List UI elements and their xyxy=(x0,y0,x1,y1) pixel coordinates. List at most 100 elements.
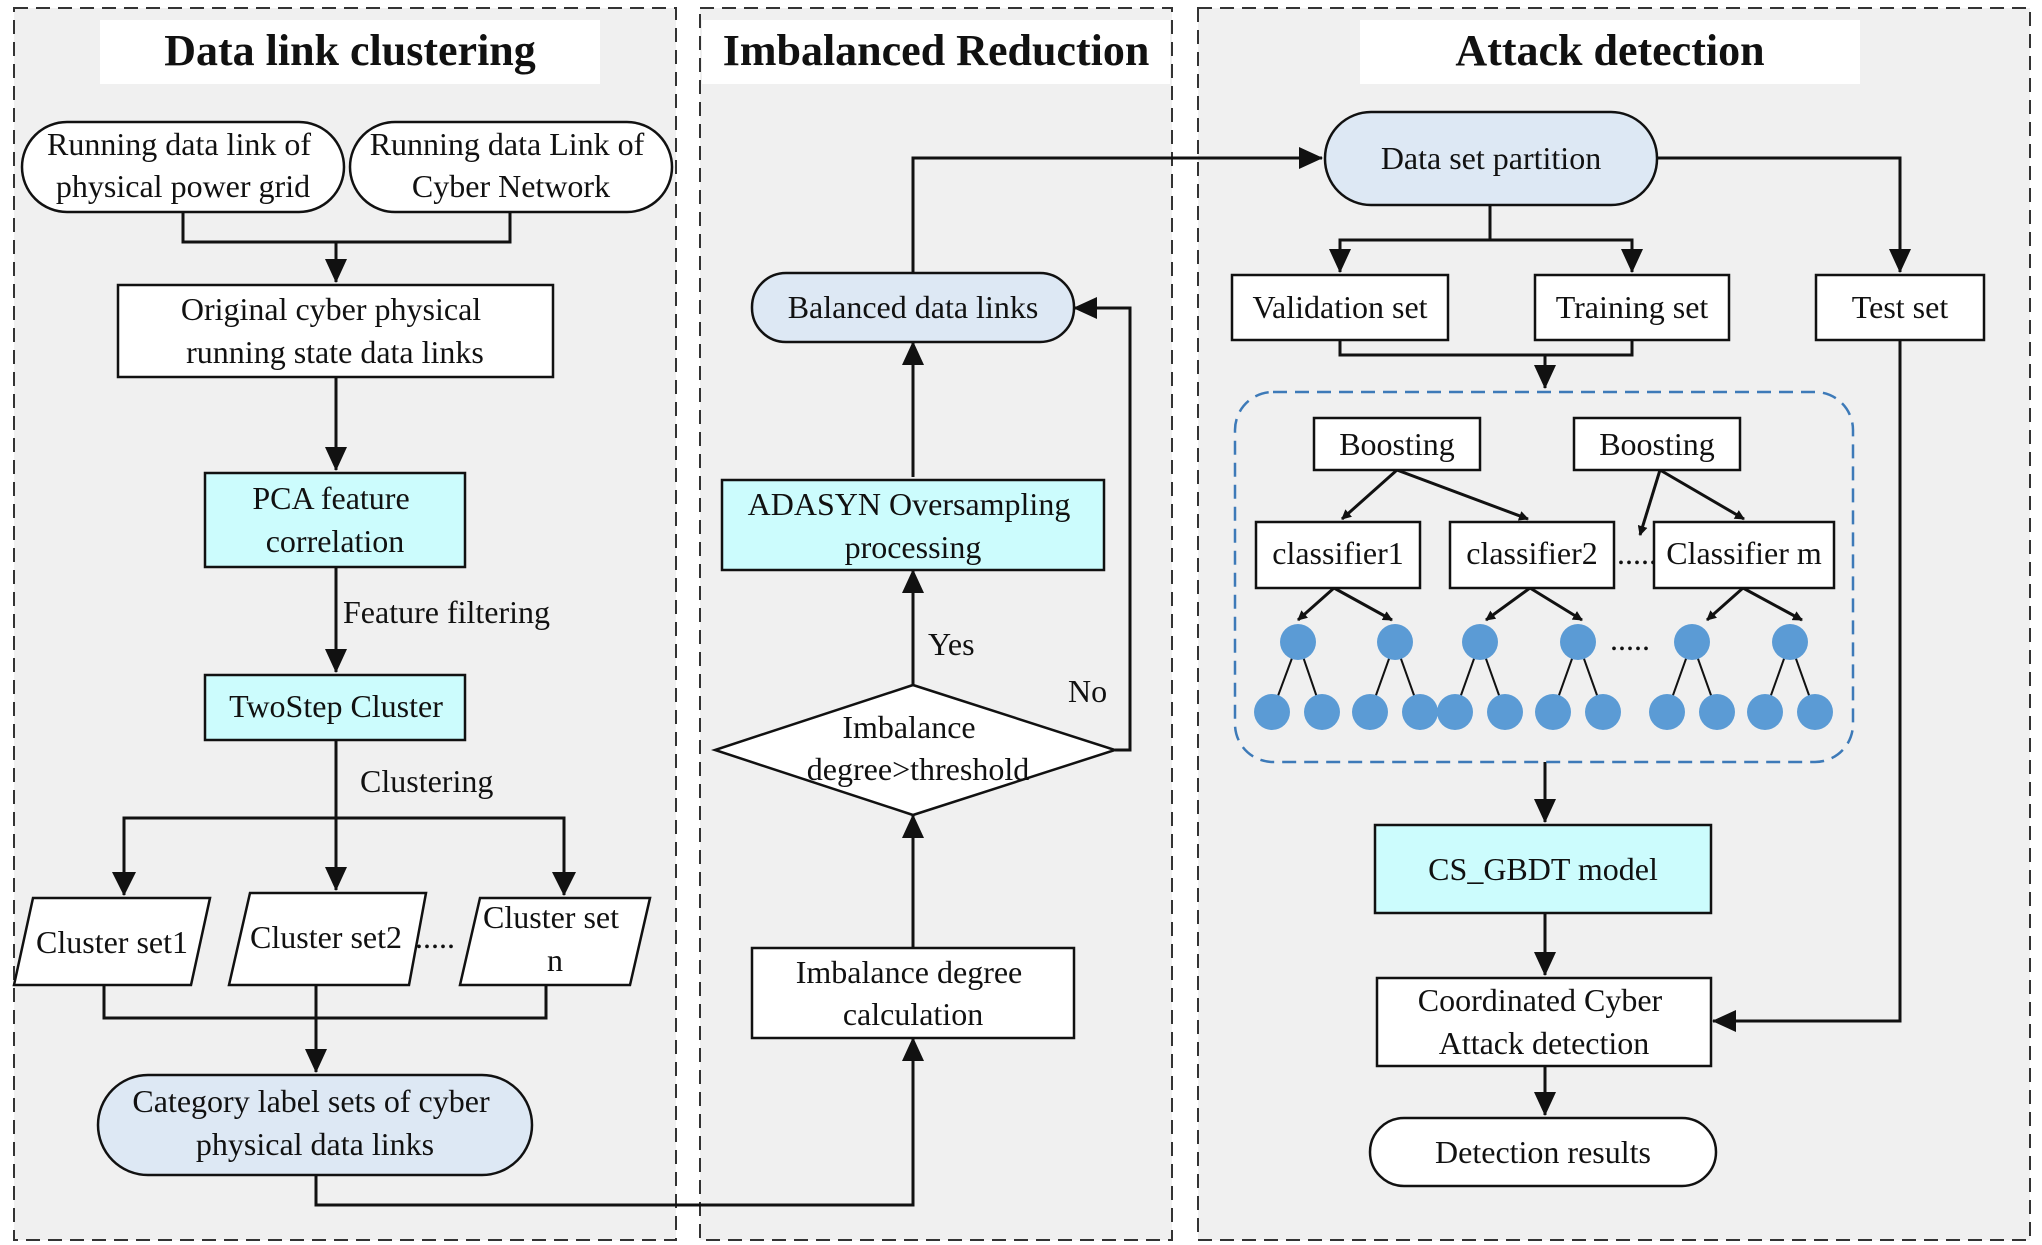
boosting2-to-classifier-m-arrow xyxy=(1659,468,1745,521)
arrowhead-cluster-n xyxy=(552,872,576,896)
clustering-section-title: Data link clustering xyxy=(164,26,536,75)
physical-grid-terminal xyxy=(20,120,346,214)
gbdt-model-label: CS_GBDT model xyxy=(1428,851,1658,887)
source-merge-line xyxy=(181,212,512,244)
clustering-title-bg xyxy=(100,20,600,84)
tree-node xyxy=(1674,624,1710,660)
gbdt-model-box xyxy=(1373,823,1713,915)
arrowhead-cluster1 xyxy=(112,872,136,896)
classifier-ellipsis: ..... xyxy=(1617,535,1657,571)
category-sets-terminal xyxy=(96,1073,534,1177)
physical-grid-label: Running data link of physical power grid xyxy=(47,126,319,204)
pca-box xyxy=(203,471,467,569)
boosting-trees xyxy=(1254,468,1833,730)
tree-node xyxy=(1772,624,1808,660)
cluster-merge-line xyxy=(102,985,548,1020)
balanced-links-label: Balanced data links xyxy=(788,289,1039,325)
balanced-to-partition-arrow xyxy=(911,147,1323,272)
coordinated-detection-label: Coordinated Cyber Attack detection xyxy=(1418,982,1670,1061)
adasyn-box xyxy=(720,478,1106,572)
reduction-section-title: Imbalanced Reduction xyxy=(723,26,1150,75)
imbalance-calc-box xyxy=(750,946,1076,1040)
cluster-set1-box xyxy=(12,896,212,987)
classifier2-label: classifier2 xyxy=(1466,535,1598,571)
tree-leaf xyxy=(1304,694,1340,730)
cyber-network-terminal xyxy=(348,120,674,214)
boosting2-box xyxy=(1572,416,1742,472)
pca-label: PCA feature correlation xyxy=(252,480,417,559)
data-partition-label: Data set partition xyxy=(1381,140,1601,176)
tree-leaf xyxy=(1254,694,1290,730)
cluster-ellipsis: ..... xyxy=(415,919,455,955)
boosting2-label: Boosting xyxy=(1599,426,1715,462)
adasyn-label: ADASYN Oversampling processing xyxy=(748,486,1079,565)
data-partition-terminal xyxy=(1323,110,1659,207)
tree-leaf xyxy=(1352,694,1388,730)
tree-leaf xyxy=(1437,694,1473,730)
detection-results-label: Detection results xyxy=(1435,1134,1651,1170)
balanced-links-terminal xyxy=(750,271,1076,344)
tree-leaf xyxy=(1649,694,1685,730)
test-set-label: Test set xyxy=(1852,289,1949,325)
tree-leaf xyxy=(1699,694,1735,730)
reduction-panel xyxy=(699,7,1173,1241)
boosting1-to-classifier1-arrow xyxy=(1341,468,1398,521)
clustering-edge-label: Clustering xyxy=(360,763,493,799)
tree-node xyxy=(1560,624,1596,660)
boosting1-box xyxy=(1312,416,1482,472)
tree-ellipsis: ..... xyxy=(1610,621,1650,657)
partition-to-validation-arrow xyxy=(1329,205,1492,273)
cluster-set2-label: Cluster set2 xyxy=(250,919,402,955)
classifier2-box xyxy=(1448,520,1616,590)
tree-leaf xyxy=(1585,694,1621,730)
tree-leaf xyxy=(1747,694,1783,730)
reduction-title-bg xyxy=(702,20,1170,84)
imbalance-decision-diamond xyxy=(710,683,1120,817)
detection-results-terminal xyxy=(1368,1116,1718,1188)
clustering-panel xyxy=(13,7,677,1241)
cyber-network-label: Running data Link of Cyber Network xyxy=(370,126,653,204)
detection-title-bg xyxy=(1360,20,1860,84)
validation-set-label: Validation set xyxy=(1252,289,1427,325)
twostep-box xyxy=(203,673,467,742)
boosting-ensemble-group xyxy=(1233,390,1855,764)
decision-no-arrow xyxy=(1073,297,1132,752)
classifier-m-box xyxy=(1652,520,1836,590)
no-edge-label: No xyxy=(1068,673,1107,709)
tree-leaf xyxy=(1535,694,1571,730)
cluster-set-n-box xyxy=(458,896,652,987)
tree-node xyxy=(1280,624,1316,660)
category-sets-label: Category label sets of cyber physical da… xyxy=(132,1083,497,1162)
original-links-box xyxy=(116,283,555,379)
coordinated-detection-box xyxy=(1375,976,1713,1068)
tree-node xyxy=(1462,624,1498,660)
classifier1-box xyxy=(1254,520,1422,590)
tree-leaf xyxy=(1797,694,1833,730)
original-links-label: Original cyber physical running state da… xyxy=(181,291,489,370)
tree-leaf xyxy=(1487,694,1523,730)
cluster-set2-box xyxy=(227,891,428,987)
c1-left-arrow xyxy=(1297,586,1335,622)
cm-left-arrow xyxy=(1706,586,1744,622)
connectors xyxy=(102,147,1911,1207)
sets-merge-line xyxy=(1338,340,1634,357)
boosting2-to-ellipsis-arrow xyxy=(1637,469,1662,536)
test-to-coordinated-arrow xyxy=(1712,340,1902,1032)
c1-right-arrow xyxy=(1333,586,1393,622)
c2-left-arrow xyxy=(1485,586,1531,622)
twostep-label: TwoStep Cluster xyxy=(229,688,443,724)
validation-set-box xyxy=(1230,273,1450,342)
c2-right-arrow xyxy=(1529,586,1583,622)
classifier-m-label: Classifier m xyxy=(1666,535,1822,571)
partition-to-test-arrow xyxy=(1658,156,1911,273)
imbalance-decision-label: Imbalance degree>threshold xyxy=(807,709,1029,787)
tree-leaf xyxy=(1402,694,1438,730)
category-to-imbalance-arrow xyxy=(314,1037,924,1207)
cluster-set1-label: Cluster set1 xyxy=(36,924,188,960)
boosting1-to-classifier2-arrow xyxy=(1396,468,1529,521)
partition-to-training-arrow xyxy=(1490,238,1643,273)
yes-edge-label: Yes xyxy=(928,626,975,662)
detection-section-title: Attack detection xyxy=(1455,26,1764,75)
feature-filtering-label: Feature filtering xyxy=(343,594,550,630)
